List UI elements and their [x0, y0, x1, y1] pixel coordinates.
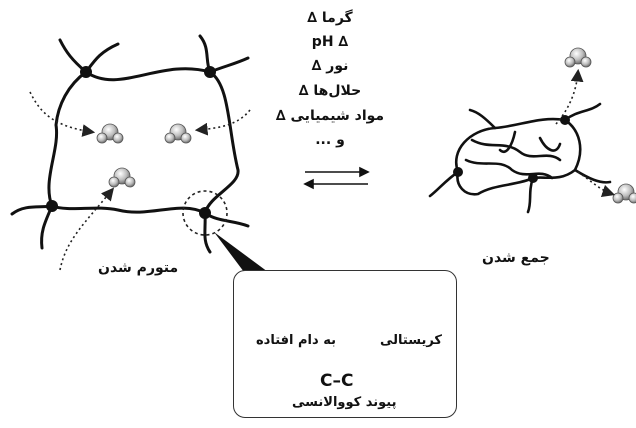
water-inflow-arrows [29, 91, 251, 271]
bond-types-legend: به دام افتاده کریستالی C–C پیوند کووالان… [233, 270, 457, 418]
collapsed-network [428, 102, 612, 214]
condition-solvents: حلال‌ها ∆ [298, 83, 362, 99]
equilibrium-arrows [303, 166, 370, 190]
water-molecules-right [564, 47, 636, 204]
covalent-label: پیوند کووالانسی [292, 395, 397, 410]
crystalline-label: کریستالی [380, 333, 442, 348]
condition-heat: گرما ∆ [307, 10, 353, 26]
condition-ph: ∆ pH [311, 34, 349, 50]
water-outflow-arrows [555, 68, 616, 198]
crosslink-nodes-left [46, 66, 216, 219]
water-molecules-left [96, 123, 192, 188]
entangled-label: به دام افتاده [256, 333, 336, 348]
crosslink-nodes-right [453, 115, 570, 183]
condition-etc: و ... [315, 132, 345, 148]
condition-chemicals: مواد شیمیایی ∆ [275, 108, 385, 124]
bond-formula: C–C [320, 371, 354, 391]
swelling-label: متورم شدن [98, 260, 179, 276]
pointer-wedge [214, 232, 268, 272]
collapse-label: جمع شدن [482, 250, 550, 266]
condition-light: نور ∆ [311, 58, 349, 74]
highlight-circle [182, 190, 228, 236]
